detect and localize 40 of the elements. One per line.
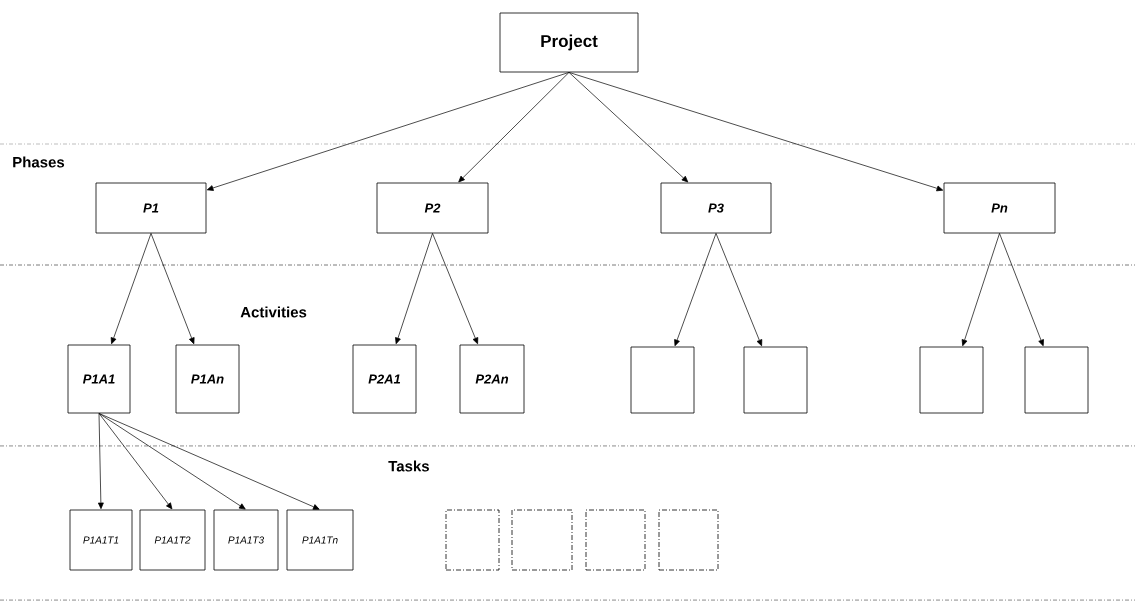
activity-box: P1A1 — [67, 344, 131, 414]
arrow — [674, 233, 717, 347]
arrow — [715, 233, 763, 347]
phase-box: Pn — [943, 182, 1056, 234]
empty-box — [630, 346, 695, 414]
project-box: Project — [499, 12, 639, 73]
arrow — [395, 233, 433, 345]
arrow — [458, 72, 570, 183]
phase-box: P3 — [660, 182, 772, 234]
phase-box: P2 — [376, 182, 489, 234]
empty-dashed-box — [658, 509, 719, 571]
arrow — [98, 413, 173, 510]
activity-box: P2An — [459, 344, 525, 414]
phase-box: P1 — [95, 182, 207, 234]
activity-box: P2A1 — [352, 344, 417, 414]
arrow — [97, 413, 104, 510]
arrow — [206, 72, 570, 191]
empty-dashed-box — [585, 509, 646, 571]
arrow — [110, 233, 152, 345]
arrow — [999, 233, 1044, 347]
task-box: P1A1T2 — [139, 509, 206, 571]
empty-box — [743, 346, 808, 414]
empty-dashed-box — [445, 509, 500, 571]
arrow — [150, 233, 195, 345]
level-label: Activities — [240, 306, 307, 318]
empty-box — [919, 346, 984, 414]
empty-box — [1024, 346, 1089, 414]
level-label: Phases — [13, 156, 65, 168]
arrow — [568, 72, 689, 183]
arrow — [568, 72, 944, 192]
arrow — [961, 233, 1000, 347]
task-box: P1A1T3 — [213, 509, 279, 571]
task-box: P1A1Tn — [286, 509, 354, 571]
activity-box: P1An — [175, 344, 240, 414]
arrow — [98, 413, 320, 510]
empty-dashed-box — [511, 509, 573, 571]
arrow — [432, 233, 479, 345]
task-box: P1A1T1 — [69, 509, 133, 571]
arrow — [98, 413, 246, 510]
level-label: Tasks — [388, 460, 429, 472]
